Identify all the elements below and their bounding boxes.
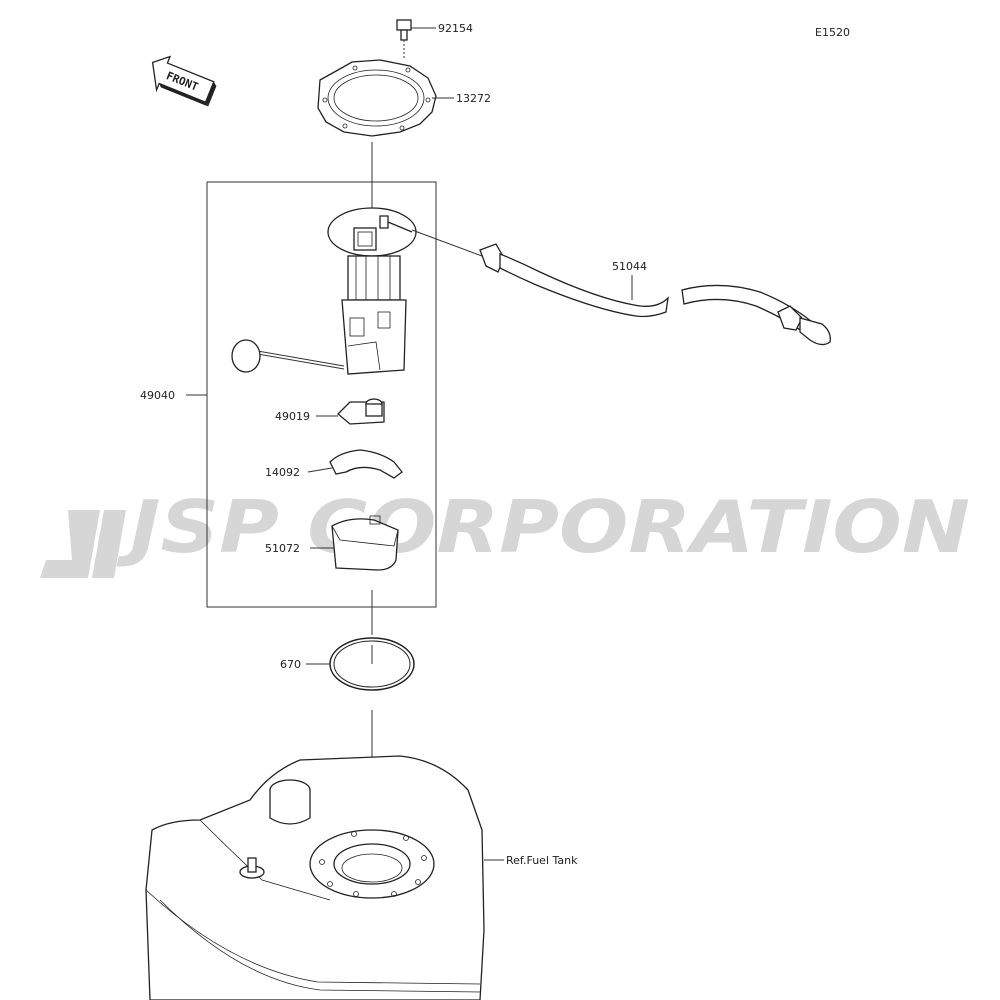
label-51044: 51044 [612,260,647,273]
label-51072: 51072 [265,542,300,555]
watermark: JSP CORPORATION [40,485,970,578]
cover-part [307,449,403,479]
o-ring-part [306,637,415,691]
assembly-bracket [186,181,437,608]
label-92154: 92154 [438,22,473,35]
label-49019: 49019 [275,410,310,423]
label-13272: 13272 [456,92,491,105]
gasket-plate-part [317,59,454,137]
front-arrow-icon: FRONT [151,55,217,107]
fuel-pump-part [231,207,417,375]
label-670: 670 [280,658,301,671]
label-fuel-tank-ref: Ref.Fuel Tank [506,854,578,867]
watermark-text: JSP CORPORATION [116,485,970,569]
filter-part [316,398,385,425]
case-part [310,515,399,571]
label-49040: 49040 [140,389,175,402]
fuel-tank-part [145,755,504,1000]
diagram-code: E1520 [815,26,850,39]
label-14092: 14092 [265,466,300,479]
fuel-hose-part [411,229,831,346]
bolt-part [396,19,436,58]
